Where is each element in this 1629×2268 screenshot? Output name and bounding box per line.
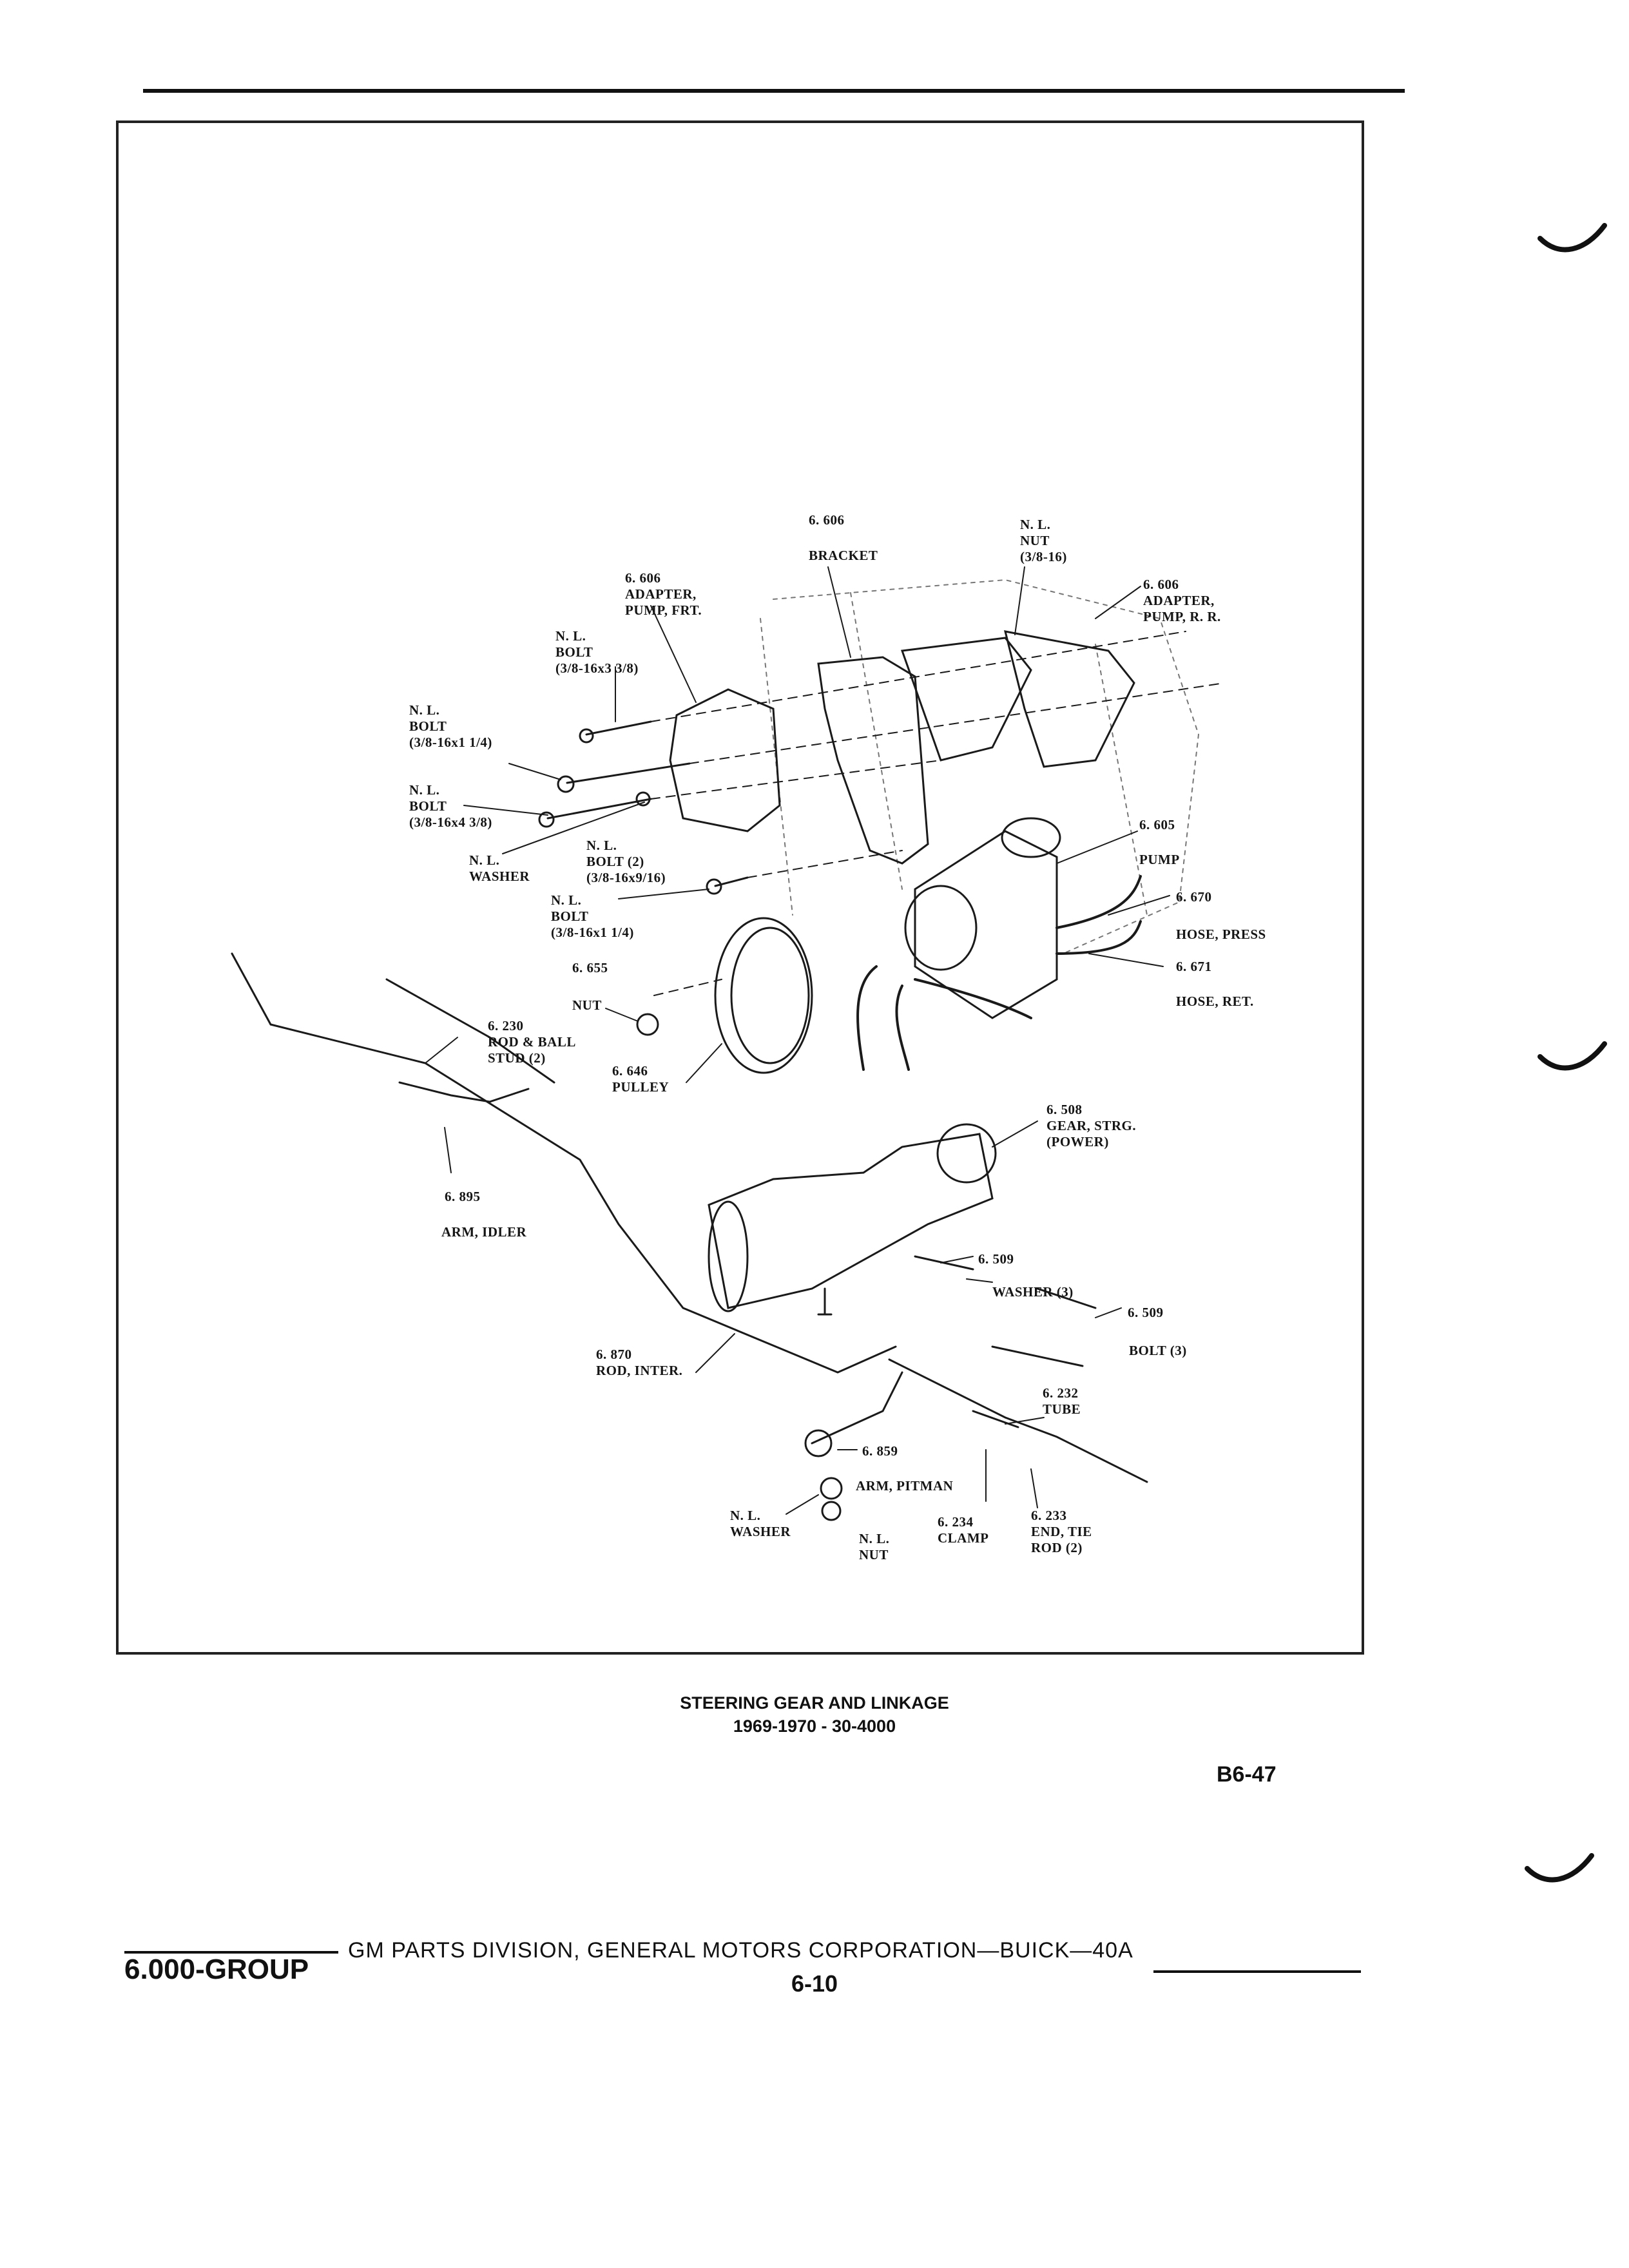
alignment-lines (650, 631, 1225, 996)
bracket-upper (900, 637, 1032, 762)
group-rule (124, 1951, 338, 1954)
diagram-frame (116, 120, 1364, 1655)
label-bolt-1-1-4: N. L. BOLT (3/8-16x1 1/4) (409, 702, 492, 750)
label-washer-top: N. L. WASHER (469, 852, 530, 884)
label-clamp: 6. 234 CLAMP (938, 1514, 989, 1546)
engine-block-sketch (760, 579, 1200, 954)
label-bolt-3-3-8: N. L. BOLT (3/8-16x3 3/8) (555, 628, 639, 676)
label-gear: 6. 508 GEAR, STRG. (POWER) (1046, 1102, 1137, 1149)
page-code: B6-47 (1217, 1762, 1277, 1787)
label-pulley: 6. 646 PULLEY (612, 1063, 670, 1095)
footer-rule (1153, 1970, 1361, 1973)
label-washer-bot: N. L. WASHER (730, 1508, 791, 1539)
adapter-rr-part (1003, 630, 1135, 768)
footer-page-number: 6-10 (791, 1970, 838, 1997)
label-6605: 6. 605 (1139, 817, 1175, 832)
bracket-part (817, 656, 929, 865)
label-tie-rod: 6. 233 END, TIE ROD (2) (1031, 1508, 1092, 1555)
label-hose-ret: HOSE, RET. (1176, 994, 1254, 1009)
binder-mark-middle (1537, 1041, 1607, 1071)
label-adapter-frt: 6. 606 ADAPTER, PUMP, FRT. (625, 570, 702, 618)
label-arm-pitman: ARM, PITMAN (856, 1478, 954, 1494)
steering-gear-part (708, 1123, 997, 1316)
label-nut-mid: NUT (572, 997, 602, 1013)
bolts-group (538, 720, 749, 895)
group-label: 6.000-GROUP (124, 1954, 309, 1985)
label-6509a: 6. 509 (978, 1251, 1014, 1267)
hoses (856, 875, 1142, 1071)
label-bolt-2: N. L. BOLT (2) (3/8-16x9/16) (586, 838, 666, 885)
label-6655: 6. 655 (572, 960, 608, 975)
label-6859: 6. 859 (862, 1443, 898, 1459)
pulley-part (636, 917, 813, 1074)
label-6606-bracket: 6. 606 (809, 512, 845, 528)
label-6895: 6. 895 (445, 1189, 481, 1204)
label-bracket: BRACKET (809, 548, 878, 563)
label-rod-inter: 6. 870 ROD, INTER. (596, 1347, 683, 1378)
label-hose-press: HOSE, PRESS (1176, 927, 1266, 942)
label-bolt-4-3-8: N. L. BOLT (3/8-16x4 3/8) (409, 782, 492, 830)
caption-subtitle: 1969-1970 - 30-4000 (733, 1716, 896, 1736)
label-6509b: 6. 509 (1128, 1305, 1164, 1320)
label-tube: 6. 232 TUBE (1043, 1385, 1081, 1417)
label-adapter-rr: 6. 606 ADAPTER, PUMP, R. R. (1143, 577, 1221, 624)
leader-lines (425, 566, 1170, 1515)
label-bolt-3: BOLT (3) (1129, 1343, 1187, 1358)
top-rule (143, 89, 1405, 93)
label-nut-bot: N. L. NUT (859, 1531, 890, 1562)
adapter-frt-part (669, 688, 781, 832)
binder-mark-top (1537, 223, 1607, 253)
caption-title: STEERING GEAR AND LINKAGE (680, 1693, 949, 1713)
label-washer-3: WASHER (3) (992, 1284, 1074, 1300)
label-pump: PUMP (1139, 852, 1180, 867)
label-rod-ball: 6. 230 ROD & BALL STUD (2) (488, 1018, 576, 1066)
pump-part (904, 817, 1061, 1019)
label-arm-idler: ARM, IDLER (441, 1224, 527, 1240)
label-6670: 6. 670 (1176, 889, 1212, 905)
linkage (231, 952, 1148, 1521)
binder-mark-bottom (1525, 1853, 1594, 1883)
label-6671: 6. 671 (1176, 959, 1212, 974)
label-bolt-1-1-4b: N. L. BOLT (3/8-16x1 1/4) (551, 892, 634, 940)
footer-text: GM PARTS DIVISION, GENERAL MOTORS CORPOR… (348, 1938, 1133, 1963)
label-nl-nut-top: N. L. NUT (3/8-16) (1020, 517, 1067, 564)
